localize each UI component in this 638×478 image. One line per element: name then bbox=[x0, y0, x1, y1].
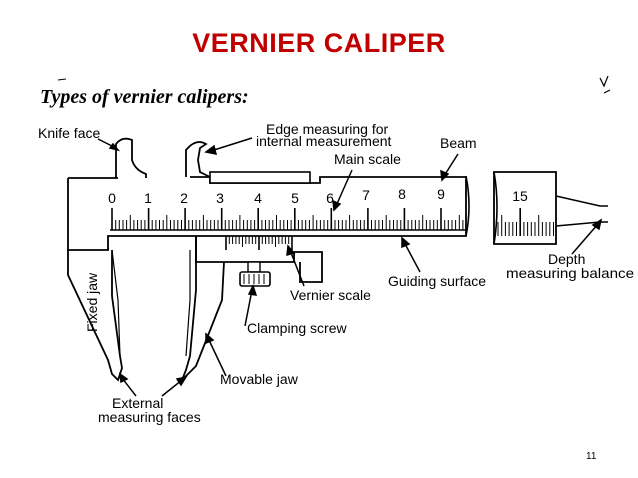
movable-jaw-edge bbox=[185, 250, 191, 357]
movable-jaw bbox=[181, 250, 225, 381]
label-knife-face: Knife face bbox=[38, 125, 100, 141]
label-vernier-scale: Vernier scale bbox=[290, 287, 371, 303]
arrow-movable-jaw bbox=[207, 337, 227, 377]
scale-number-0: 0 bbox=[108, 190, 116, 206]
leader-arrows bbox=[97, 137, 603, 397]
label-clamping-screw: Clamping screw bbox=[247, 320, 347, 336]
vernier-scale bbox=[225, 236, 293, 250]
arrow-guiding-surface bbox=[403, 241, 421, 273]
arrow-vernier-scale bbox=[289, 249, 305, 287]
scan-mark-left bbox=[57, 78, 67, 81]
clamping-screw bbox=[239, 261, 271, 287]
beam-outline bbox=[67, 176, 467, 251]
scale-number-4: 4 bbox=[254, 190, 262, 206]
slider-top-plate bbox=[209, 171, 311, 184]
label-fixed-jaw: Fixed jaw bbox=[84, 272, 100, 332]
main-scale-end-segment bbox=[497, 208, 554, 236]
main-scale bbox=[111, 208, 464, 230]
label-depth-1: Depth bbox=[548, 251, 585, 267]
label-edge-measuring-1: Edge measuring for bbox=[266, 121, 389, 137]
scale-number-9: 9 bbox=[437, 186, 445, 202]
label-guiding-surface: Guiding surface bbox=[388, 273, 486, 289]
label-external-2: measuring faces bbox=[98, 409, 201, 425]
label-depth-2: measuring balance bbox=[506, 265, 634, 281]
label-movable-jaw: Movable jaw bbox=[220, 371, 299, 387]
label-beam: Beam bbox=[440, 135, 477, 151]
arrow-beam bbox=[443, 153, 459, 177]
label-main-scale: Main scale bbox=[334, 151, 401, 167]
scale-numbers: 0 1 2 3 4 5 6 7 8 9 15 bbox=[108, 186, 528, 206]
arrow-main-scale bbox=[335, 169, 353, 207]
beam-break-left bbox=[465, 175, 470, 237]
beam-end-segment bbox=[493, 171, 557, 245]
scale-number-7: 7 bbox=[362, 187, 370, 203]
scale-number-8: 8 bbox=[398, 186, 406, 202]
vernier-slider bbox=[195, 236, 323, 283]
slide-title: VERNIER CALIPER bbox=[192, 28, 446, 58]
scale-number-5: 5 bbox=[291, 190, 299, 206]
label-edge-measuring-2: internal measurement bbox=[256, 133, 392, 149]
beam-break-right bbox=[493, 171, 498, 245]
scale-number-1: 1 bbox=[144, 190, 152, 206]
label-external-1: External bbox=[112, 395, 163, 411]
fixed-jaw-edge bbox=[111, 249, 121, 357]
scan-mark-right bbox=[599, 75, 611, 94]
figure-subtitle: Types of vernier calipers: bbox=[40, 86, 249, 108]
scale-number-3: 3 bbox=[216, 190, 224, 206]
scale-number-15: 15 bbox=[512, 188, 528, 204]
arrow-edge-measuring bbox=[213, 137, 253, 151]
page-number: 11 bbox=[586, 451, 597, 462]
arrow-depth bbox=[571, 223, 599, 255]
fixed-jaw bbox=[67, 250, 123, 382]
knife-face-fixed bbox=[115, 137, 147, 178]
scale-number-2: 2 bbox=[180, 190, 188, 206]
knife-face-movable bbox=[185, 141, 211, 178]
arrow-clamping-screw bbox=[244, 289, 253, 327]
scale-number-6: 6 bbox=[326, 190, 334, 206]
